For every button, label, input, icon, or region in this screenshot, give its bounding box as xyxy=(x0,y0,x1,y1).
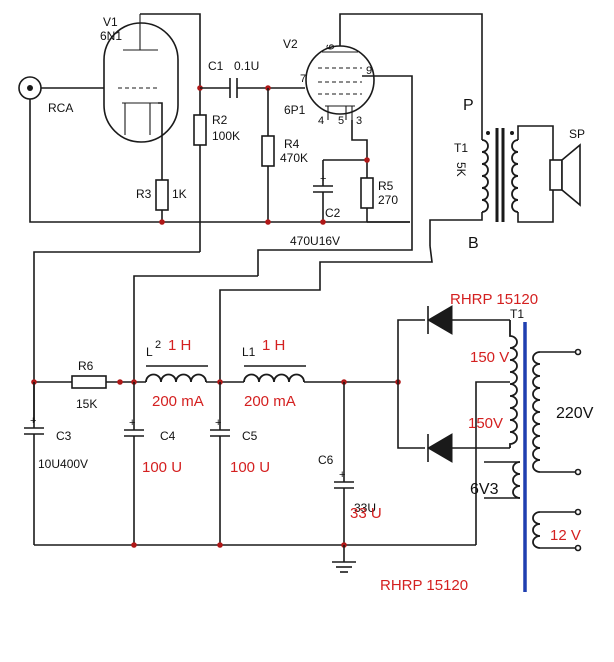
rca-jack xyxy=(18,76,42,100)
diode-top-label: RHRP 15120 xyxy=(450,291,538,308)
c3-plus-mark: + xyxy=(30,415,36,427)
v2-type: 6P1 xyxy=(284,103,306,117)
wire-v2-screen xyxy=(257,75,413,276)
c6-value: 33 U xyxy=(350,505,382,522)
resistor-r3 xyxy=(155,179,169,211)
rca-label: RCA xyxy=(48,101,73,115)
wire-v2-cathode xyxy=(351,120,368,178)
wire-c4-feed xyxy=(133,275,258,382)
wire-sec-bottom xyxy=(517,190,554,223)
wire-v1-cathode xyxy=(158,102,163,180)
wire-v1-plate xyxy=(140,13,201,88)
r2-label: R2 xyxy=(212,113,228,127)
wire-ground-top xyxy=(29,99,410,223)
secondary-bottom-voltage: 150V xyxy=(468,415,503,432)
wire-v2-plate xyxy=(339,13,483,128)
speaker-icon xyxy=(549,143,581,207)
resistor-r2 xyxy=(193,114,207,146)
t1-power-label: T1 xyxy=(510,307,524,321)
secondary-top-voltage: 150 V xyxy=(470,349,509,366)
r5-value: 270 xyxy=(378,193,398,207)
l2-current: 200 mA xyxy=(152,393,204,410)
c2-plus-mark: + xyxy=(320,173,326,185)
diode-d1 xyxy=(427,305,510,335)
output-b-label: B xyxy=(468,235,479,252)
l2-inductance: 1 H xyxy=(168,337,191,354)
l1-inductance: 1 H xyxy=(262,337,285,354)
output-transformer-t1 xyxy=(481,128,519,222)
power-transformer-t1 xyxy=(475,320,582,592)
wire-sec-top xyxy=(517,125,554,160)
v2-pin7: 7 xyxy=(300,73,306,85)
r4-label: R4 xyxy=(284,137,300,151)
inductor-l1 xyxy=(243,365,306,383)
c5-plus-mark: + xyxy=(215,417,221,429)
wire-b-plus xyxy=(429,212,483,246)
c2-value: 470U16V xyxy=(290,234,340,248)
resistor-r6 xyxy=(71,375,107,389)
inductor-l2 xyxy=(145,365,208,383)
r3-label: R3 xyxy=(136,187,152,201)
c5-label: C5 xyxy=(242,429,258,443)
c5-value: 100 U xyxy=(230,459,270,476)
primary-voltage: 220V xyxy=(556,405,594,422)
c3-label: C3 xyxy=(56,429,72,443)
output-p-label: P xyxy=(463,97,474,114)
v2-label: V2 xyxy=(283,37,298,51)
l1-current: 200 mA xyxy=(244,393,296,410)
c3-value: 10U400V xyxy=(38,457,88,471)
v1-type: 6N1 xyxy=(100,29,122,43)
v2-pin9: 9 xyxy=(366,65,372,77)
resistor-r5 xyxy=(360,177,374,209)
c6-value-black: 33U xyxy=(354,501,376,515)
r6-label: R6 xyxy=(78,359,94,373)
c2-label: C2 xyxy=(325,206,341,220)
c6-plus-mark: + xyxy=(339,469,345,481)
wire-diode-bottom-cathode xyxy=(397,382,425,449)
heater-winding-label: 6V3 xyxy=(470,481,499,498)
v1-label: V1 xyxy=(103,15,118,29)
wire-diode-top-cathode xyxy=(397,319,425,382)
c1-value: 0.1U xyxy=(234,59,259,73)
l1-label: L1 xyxy=(242,345,256,359)
v2-pin5: 5 xyxy=(338,115,344,127)
r6-value: 15K xyxy=(76,397,97,411)
r5-label: R5 xyxy=(378,179,394,193)
r4-value: 470K xyxy=(280,151,308,165)
c6-label: C6 xyxy=(318,453,334,467)
r2-value: 100K xyxy=(212,129,240,143)
r3-value: 1K xyxy=(172,187,187,201)
wire-c3-feed xyxy=(33,251,200,422)
resistor-r4 xyxy=(261,135,275,167)
v2-pin3: 3 xyxy=(356,115,362,127)
t1-out-label: T1 xyxy=(454,141,468,155)
tube-v1 xyxy=(103,14,179,143)
t1-out-value: 5K xyxy=(454,162,468,177)
c4-label: C4 xyxy=(160,429,176,443)
v2-pin4: 4 xyxy=(318,115,324,127)
l2-label-prefix: L xyxy=(146,345,153,359)
v2-pin6: 6 xyxy=(325,44,337,50)
c4-value: 100 U xyxy=(142,459,182,476)
diode-bottom-label: RHRP 15120 xyxy=(380,577,468,594)
diode-d2 xyxy=(427,433,510,463)
aux-winding-voltage: 12 V xyxy=(550,527,581,544)
l2-label-sub: 2 xyxy=(155,339,161,351)
c4-plus-mark: + xyxy=(129,417,135,429)
speaker-label: SP xyxy=(569,127,585,141)
ground-icon xyxy=(332,545,356,573)
wire-c5-feed xyxy=(219,245,433,382)
tube-v2 xyxy=(305,45,375,120)
c1-label: C1 xyxy=(208,59,224,73)
